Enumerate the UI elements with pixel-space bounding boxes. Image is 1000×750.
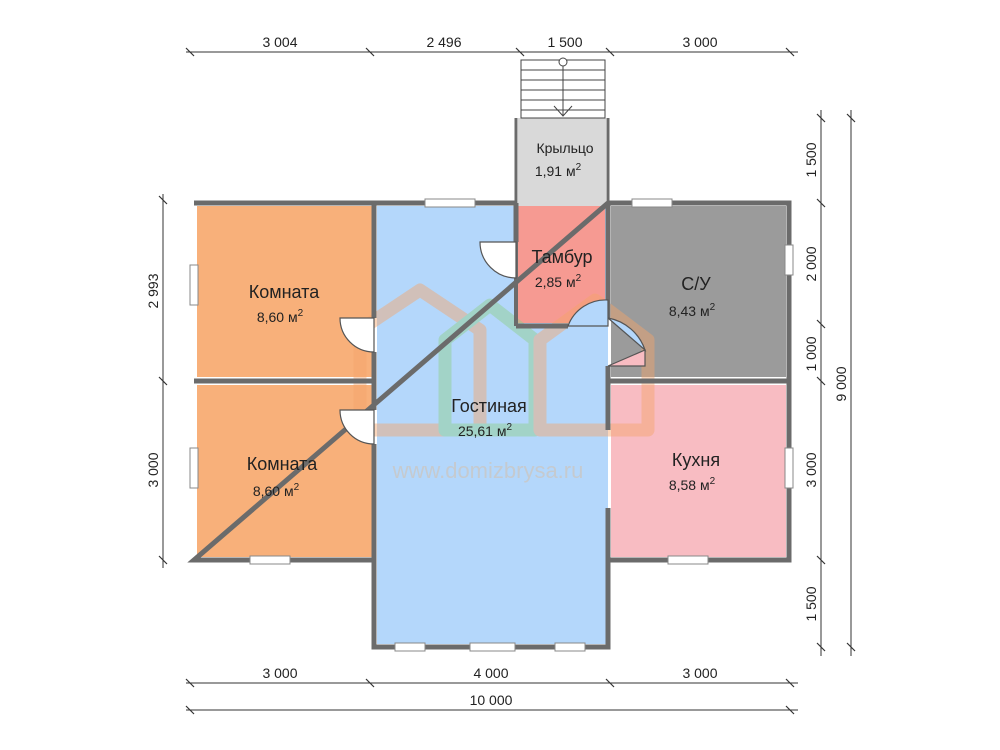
dimension-label: 2 993 [145, 273, 161, 308]
window [189, 264, 199, 306]
room-label-porch: Крыльцо 1,91 м2 [535, 140, 594, 179]
window [667, 555, 709, 565]
window [554, 642, 586, 652]
dimension-label: 1 500 [803, 142, 819, 177]
watermark-text: www.domizbrysa.ru [392, 458, 584, 483]
doors [339, 241, 647, 445]
dimension-left: 2 993 3 000 [145, 194, 168, 568]
dimension-label: 3 000 [262, 665, 297, 681]
dimension-label: 3 000 [682, 34, 717, 50]
room-label-room2: Комната 8,60 м2 [247, 454, 318, 499]
dimension-label: 2 496 [426, 34, 461, 50]
porch-stairs [520, 57, 606, 119]
room-area: 8,60 м2 [253, 482, 300, 499]
window [189, 447, 199, 489]
room-name: С/У [681, 274, 711, 294]
room-label-living: Гостиная 25,61 м2 [451, 396, 527, 439]
door-swing [479, 241, 517, 279]
window [631, 198, 673, 208]
dimension-total-label: 9 000 [833, 366, 849, 401]
door-swing [339, 409, 375, 445]
room-fill-room1 [197, 206, 372, 377]
dimension-label: 1 500 [547, 34, 582, 50]
dimension-label: 3 000 [145, 452, 161, 487]
door-swing [607, 349, 646, 367]
dimension-top: 3 004 2 496 1 500 3 000 [185, 34, 798, 57]
window [249, 555, 291, 565]
dimension-label: 3 004 [262, 34, 297, 50]
room-area: 2,85 м2 [535, 273, 582, 290]
room-fill-porch [518, 118, 606, 206]
window [469, 642, 516, 652]
dimension-label: 3 000 [682, 665, 717, 681]
window [784, 447, 794, 489]
door-swing [567, 299, 609, 327]
room-fill-bathroom [611, 206, 786, 377]
room-name: Крыльцо [536, 140, 593, 156]
room-label-kitchen: Кухня 8,58 м2 [669, 450, 720, 493]
room-area: 25,61 м2 [458, 422, 513, 439]
dimension-total-label: 10 000 [470, 692, 513, 708]
room-label-vestibule: Тамбур 2,85 м2 [531, 247, 592, 290]
room-name: Комната [247, 454, 318, 474]
room-label-room1: Комната 8,60 м2 [249, 282, 320, 325]
room-fill-kitchen [611, 385, 786, 557]
dimension-label: 1 000 [803, 336, 819, 371]
room-name: Комната [249, 282, 320, 302]
door-swing [339, 317, 375, 353]
room-name: Тамбур [531, 247, 592, 267]
dimension-label: 3 000 [803, 452, 819, 487]
room-name: Гостиная [451, 396, 527, 416]
room-area: 8,60 м2 [257, 308, 304, 325]
room-area: 8,58 м2 [669, 476, 716, 493]
room-area: 1,91 м2 [535, 162, 582, 179]
window [784, 244, 794, 276]
window [394, 642, 426, 652]
window [424, 198, 476, 208]
room-name: Кухня [672, 450, 720, 470]
dimension-label: 2 000 [803, 246, 819, 281]
dimension-label: 4 000 [473, 665, 508, 681]
dimension-label: 1 500 [803, 586, 819, 621]
room-label-bathroom: С/У 8,43 м2 [669, 274, 716, 319]
windows [189, 198, 794, 652]
room-area: 8,43 м2 [669, 302, 716, 319]
dimension-right: 1 500 2 000 1 000 3 000 1 500 9 000 [803, 110, 856, 656]
dimension-bottom: 3 000 4 000 3 000 10 000 [185, 665, 798, 715]
